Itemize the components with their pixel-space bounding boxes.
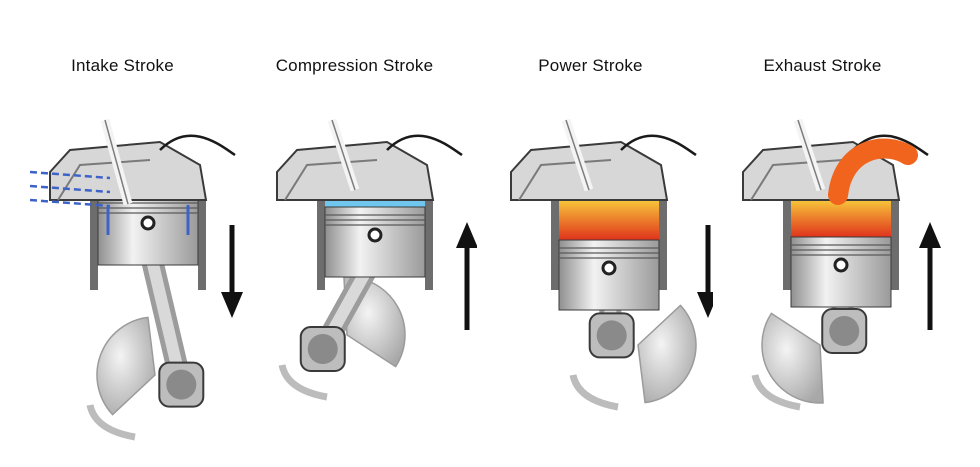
panel-power: Power Stroke xyxy=(468,0,713,467)
spark-plug-wire xyxy=(852,134,929,157)
engine-exhaust-diagram xyxy=(742,118,941,411)
stroke-title: Exhaust Stroke xyxy=(763,56,882,75)
panel-intake: Intake Stroke xyxy=(0,0,245,467)
crank-counterweight xyxy=(96,316,156,416)
valve-stem-edge xyxy=(331,119,356,191)
intake-port xyxy=(284,159,378,201)
panel-exhaust: Exhaust Stroke xyxy=(700,0,945,467)
cylinder-wall-right xyxy=(198,200,206,290)
wrist-pin xyxy=(601,260,617,276)
crank-pin xyxy=(596,320,627,351)
cylinder-wall-left xyxy=(90,200,98,290)
valve-stem-edge xyxy=(565,119,590,191)
panel-compression: Compression Stroke xyxy=(232,0,477,467)
engine-compression-diagram xyxy=(276,118,477,401)
cylinder-head xyxy=(510,140,669,201)
wrist-pin xyxy=(833,257,849,273)
stroke-title: Compression Stroke xyxy=(275,56,434,75)
crank-pin xyxy=(166,369,197,400)
rotation-arrow xyxy=(569,374,619,411)
cylinder-wall-left xyxy=(783,200,791,290)
cylinder-wall-left xyxy=(551,200,559,290)
cylinder-wall-right xyxy=(425,200,433,290)
crank-pin xyxy=(829,316,860,346)
stroke-title: Power Stroke xyxy=(538,56,643,75)
rotation-arrow xyxy=(278,364,328,401)
down-arrow-head xyxy=(697,292,713,318)
crank-pin xyxy=(307,334,338,364)
up-arrow-head xyxy=(919,222,941,248)
engine-power-diagram xyxy=(510,118,713,411)
exhaust-gas-flow xyxy=(828,138,918,205)
cylinder-head xyxy=(49,140,208,201)
cylinder-head xyxy=(276,140,435,201)
spark-plug-wire xyxy=(386,134,463,157)
crank-counterweight xyxy=(761,312,824,404)
compressed-mixture xyxy=(325,200,425,207)
intake-air-flow xyxy=(29,198,111,208)
intake-air-swirl xyxy=(106,205,190,235)
down-arrow-head xyxy=(221,292,243,318)
connecting-rod-highlight xyxy=(142,237,188,391)
rotation-arrow xyxy=(86,404,136,441)
intake-air-flow xyxy=(29,170,111,180)
crank-counterweight xyxy=(637,304,697,404)
cylinder-wall-right xyxy=(891,200,899,290)
intake-port xyxy=(518,159,612,201)
stroke-title: Intake Stroke xyxy=(71,56,174,75)
wrist-pin xyxy=(140,215,156,231)
intake-air-flow xyxy=(29,184,111,194)
cylinder-wall-left xyxy=(317,200,325,290)
engine-intake-diagram xyxy=(29,118,243,441)
wrist-pin xyxy=(367,227,383,243)
up-arrow-head xyxy=(456,222,477,248)
valve-stem-edge xyxy=(797,119,822,191)
intake-port xyxy=(750,159,844,201)
combustion-gas xyxy=(559,200,659,240)
valve-stem-edge xyxy=(104,119,129,205)
rotation-arrow xyxy=(751,374,801,411)
spark-plug-wire xyxy=(620,134,697,157)
combustion-gas xyxy=(791,200,891,237)
cylinder-wall-right xyxy=(659,200,667,290)
spark-plug-wire xyxy=(159,134,236,157)
